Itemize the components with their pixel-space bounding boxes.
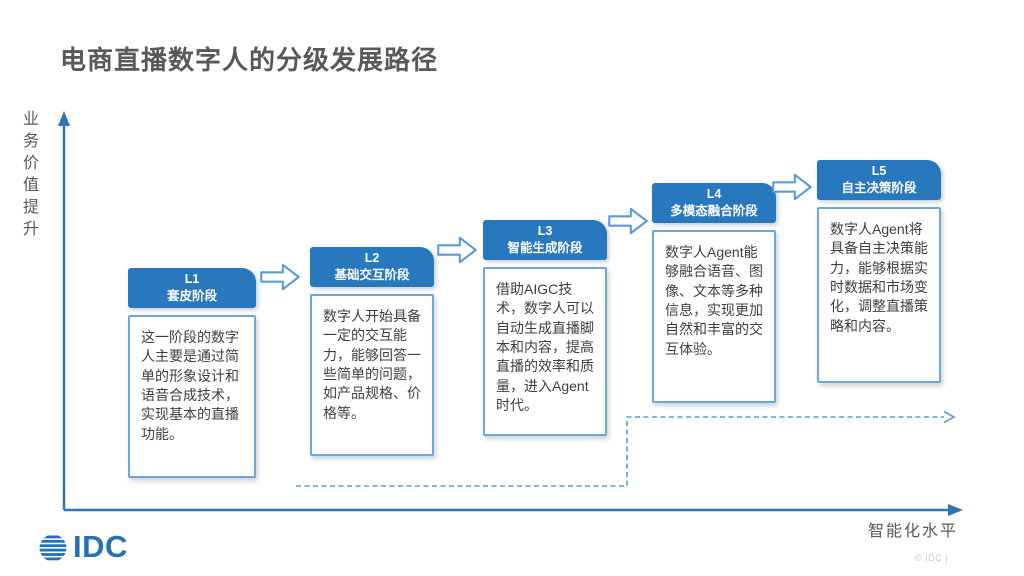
x-axis-arrow bbox=[64, 504, 963, 516]
stage-l5-level: L5 bbox=[871, 164, 887, 179]
arrow-l3-to-l4-icon bbox=[607, 206, 649, 236]
stage-l3-level: L3 bbox=[537, 224, 553, 239]
stage-l4-header: L4 多模态融合阶段 bbox=[652, 183, 776, 223]
x-axis-label: 智能化水平 bbox=[868, 523, 959, 540]
idc-logo-text: IDC bbox=[73, 529, 128, 564]
stage-l1-header: L1 套皮阶段 bbox=[128, 268, 256, 308]
stage-l2-description: 数字人开始具备一定的交互能力，能够回答一些简单的问题，如产品规格、价格等。 bbox=[310, 294, 434, 456]
stage-l2: L2 基础交互阶段 数字人开始具备一定的交互能力，能够回答一些简单的问题，如产品… bbox=[310, 247, 434, 456]
stage-l1-name: 套皮阶段 bbox=[166, 289, 217, 303]
stage-l3: L3 智能生成阶段 借助AIGC技术，数字人可以自动生成直播脚本和内容，提高直播… bbox=[483, 220, 607, 436]
arrow-l2-to-l3-icon bbox=[436, 235, 478, 265]
stage-l1: L1 套皮阶段 这一阶段的数字人主要是通过简单的形象设计和语音合成技术，实现基本… bbox=[128, 268, 256, 478]
stage-l2-name: 基础交互阶段 bbox=[334, 268, 410, 282]
page-title: 电商直播数字人的分级发展路径 bbox=[60, 45, 439, 75]
stage-l3-header: L3 智能生成阶段 bbox=[483, 220, 607, 260]
stage-l4: L4 多模态融合阶段 数字人Agent能够融合语音、图像、文本等多种信息，实现更… bbox=[652, 183, 776, 403]
stage-l1-level: L1 bbox=[184, 272, 200, 287]
idc-logo: IDC bbox=[36, 529, 128, 565]
arrow-l1-to-l2-icon bbox=[259, 262, 301, 292]
stage-l5: L5 自主决策阶段 数字人Agent将具备自主决策能力，能够根据实时数据和市场变… bbox=[817, 160, 941, 383]
y-axis-arrow bbox=[58, 111, 70, 510]
stage-l3-name: 智能生成阶段 bbox=[507, 241, 583, 255]
stage-l1-description: 这一阶段的数字人主要是通过简单的形象设计和语音合成技术，实现基本的直播功能。 bbox=[128, 315, 256, 478]
idc-globe-icon bbox=[39, 535, 67, 561]
arrow-l4-to-l5-icon bbox=[771, 172, 813, 202]
stage-l4-level: L4 bbox=[706, 187, 722, 202]
stage-l5-description: 数字人Agent将具备自主决策能力，能够根据实时数据和市场变化，调整直播策略和内… bbox=[817, 207, 941, 383]
stage-l5-name: 自主决策阶段 bbox=[841, 181, 917, 195]
stage-l5-header: L5 自主决策阶段 bbox=[817, 160, 941, 200]
stage-l4-description: 数字人Agent能够融合语音、图像、文本等多种信息，实现更加自然和丰富的交互体验… bbox=[652, 230, 776, 403]
stage-l4-name: 多模态融合阶段 bbox=[670, 204, 758, 218]
stage-l2-header: L2 基础交互阶段 bbox=[310, 247, 434, 287]
y-axis-label: 业务价值提升 bbox=[20, 110, 37, 242]
copyright-note: © IDC | bbox=[915, 553, 948, 563]
stage-l2-level: L2 bbox=[364, 251, 380, 266]
stage-l3-description: 借助AIGC技术，数字人可以自动生成直播脚本和内容，提高直播的效率和质量，进入A… bbox=[483, 267, 607, 436]
